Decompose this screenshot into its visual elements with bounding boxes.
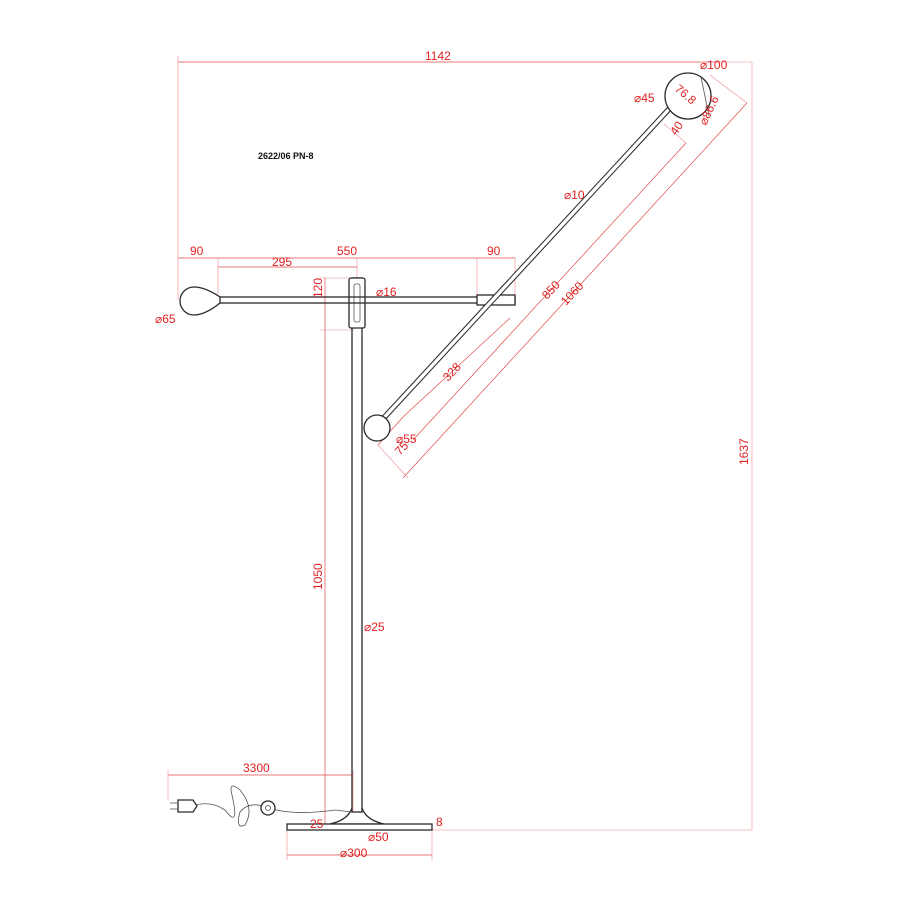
dim-base-gap: 8 (436, 815, 443, 829)
dim-rear-arm-length: 328 (440, 360, 464, 384)
lamp-stem (351, 277, 363, 813)
dim-cable-length: 3300 (243, 761, 270, 775)
dim-base-diameter: ⌀300 (340, 846, 368, 860)
dim-long-arm-diameter: ⌀10 (564, 188, 585, 202)
dimension-lines (167, 56, 753, 860)
dim-base-thickness: 25 (310, 817, 324, 831)
inline-switch-button (265, 805, 271, 811)
dimension-labels: 1142 ⌀100 ⌀45 76.8 ⌀86.6 40 ⌀10 90 295 5… (155, 49, 751, 860)
model-code: 2622/06 PN-8 (258, 151, 314, 161)
dim-pivot-height: 120 (311, 278, 325, 298)
dim-head-neck: 40 (667, 118, 686, 137)
short-arm (217, 296, 516, 304)
dim-arm-total-length: 1060 (558, 279, 587, 308)
lamp-head (664, 72, 712, 120)
dim-short-arm-span: 295 (272, 255, 292, 269)
dim-head-joint-diameter: ⌀45 (634, 91, 655, 105)
dim-short-arm-diameter: ⌀16 (376, 285, 397, 299)
dim-head-diameter: ⌀100 (700, 58, 728, 72)
counterweight-left (179, 286, 221, 316)
base-plate (286, 823, 433, 831)
inline-switch (260, 800, 276, 816)
dim-overall-width: 1142 (425, 49, 451, 63)
dim-stem-height: 1050 (311, 563, 325, 590)
lamp-outline (170, 72, 712, 831)
dim-right-offset: 90 (487, 244, 501, 258)
dim-stem-base-diameter: ⌀50 (368, 830, 389, 844)
dim-rear-weight-diameter: ⌀55 (396, 432, 417, 446)
dim-left-offset: 90 (190, 244, 204, 258)
dim-stem-diameter: ⌀25 (364, 620, 385, 634)
dim-counterweight-diameter: ⌀65 (155, 312, 176, 326)
head-rim (700, 76, 710, 117)
dim-upper-arm-length: 550 (337, 244, 357, 258)
rear-weight (363, 414, 391, 442)
power-plug (177, 799, 198, 813)
dim-overall-height: 1637 (737, 438, 751, 465)
